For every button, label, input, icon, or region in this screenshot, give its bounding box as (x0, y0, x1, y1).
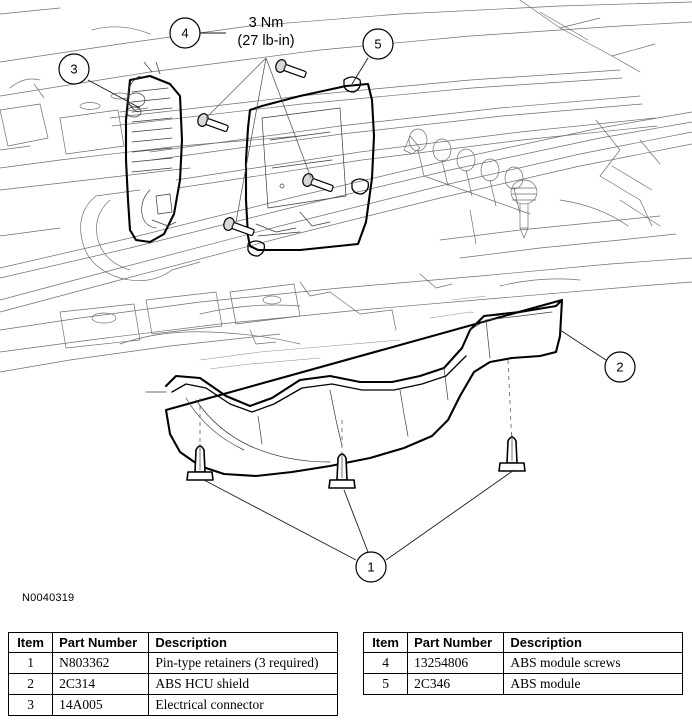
callout-leader-lines (87, 32, 607, 561)
column-header-description: Description (148, 632, 338, 653)
cell-description: ABS module (503, 673, 683, 695)
table-header-row: Item Part Number Description (362, 632, 683, 653)
callout-3-label: 3 (70, 62, 77, 77)
column-header-item: Item (362, 632, 409, 653)
abs-module-part (244, 76, 376, 257)
cell-description: Pin-type retainers (3 required) (148, 652, 338, 674)
column-header-item: Item (7, 632, 54, 653)
column-header-part-number: Part Number (52, 632, 150, 653)
pin-type-retainers (186, 434, 526, 489)
cell-part-number: 2C346 (407, 673, 505, 695)
cell-part-number: 14A005 (52, 694, 150, 716)
cell-item: 3 (7, 694, 54, 716)
cell-item: 1 (7, 652, 54, 674)
callout-1[interactable]: 1 (355, 551, 387, 583)
cell-description: ABS module screws (503, 652, 683, 674)
cell-part-number: N803362 (52, 652, 150, 674)
column-header-description: Description (503, 632, 683, 653)
torque-specification-label: 3 Nm (27 lb-in) (237, 15, 294, 49)
column-header-part-number: Part Number (407, 632, 505, 653)
cell-part-number: 13254806 (407, 652, 505, 674)
exploded-view-illustration: 3 Nm (27 lb-in) (0, 0, 692, 583)
callout-4[interactable]: 4 (169, 17, 201, 49)
callout-3[interactable]: 3 (58, 53, 90, 85)
cell-item: 5 (362, 673, 409, 695)
chassis-background-linework (0, 0, 692, 373)
torque-value-nm: 3 Nm (249, 15, 284, 31)
callout-2-label: 2 (616, 360, 623, 375)
table-row: 3 14A005 Electrical connector (7, 694, 338, 716)
callout-5[interactable]: 5 (362, 28, 394, 60)
callout-bubbles: 1 2 3 4 5 (58, 17, 636, 583)
callout-2[interactable]: 2 (604, 351, 636, 383)
callout-5-label: 5 (374, 37, 381, 52)
abs-module-screws (197, 59, 334, 237)
torque-leader-lines (205, 57, 312, 223)
table-row: 1 N803362 Pin-type retainers (3 required… (7, 652, 338, 674)
cell-item: 2 (7, 673, 54, 695)
abs-hcu-shield-part (145, 296, 564, 478)
cell-description: Electrical connector (148, 694, 338, 716)
table-row: 5 2C346 ABS module (362, 673, 683, 695)
cell-description: ABS HCU shield (148, 673, 338, 695)
callout-4-label: 4 (181, 26, 188, 41)
table-row: 4 13254806 ABS module screws (362, 652, 683, 674)
torque-value-lbin: (27 lb-in) (237, 33, 294, 49)
table-row: 2 2C314 ABS HCU shield (7, 673, 338, 695)
abs-hcu-connector-part (124, 61, 184, 244)
callout-1-label: 1 (367, 560, 374, 575)
parts-table-left: Item Part Number Description 1 N803362 P… (7, 632, 338, 716)
parts-table-right: Item Part Number Description 4 13254806 … (362, 632, 683, 695)
cell-part-number: 2C314 (52, 673, 150, 695)
figure-id-label: N0040319 (22, 592, 75, 604)
cell-item: 4 (362, 652, 409, 674)
table-header-row: Item Part Number Description (7, 632, 338, 653)
